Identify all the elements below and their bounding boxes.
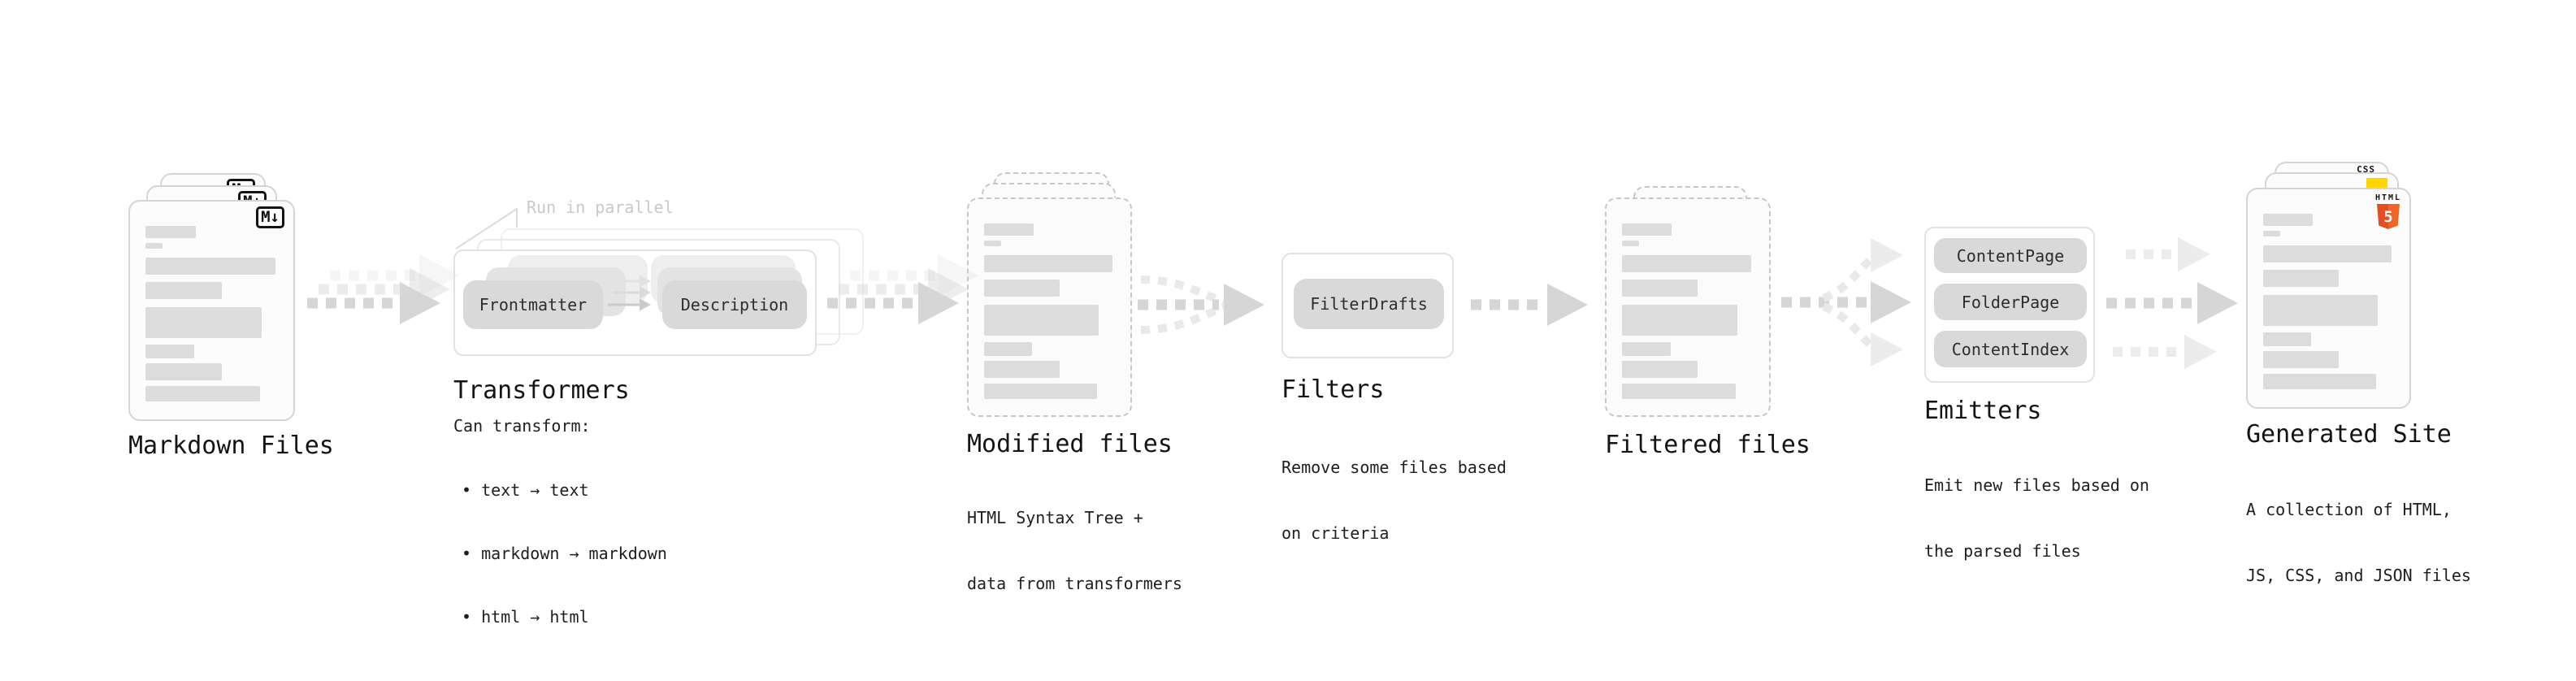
skeleton-bar xyxy=(984,280,1060,297)
markdown-icon: M↓ xyxy=(256,206,284,228)
markdown-doc-front: M↓ xyxy=(128,200,295,421)
generated-doc-front: HTML 5 xyxy=(2246,188,2411,409)
skeleton-bar xyxy=(145,258,276,275)
caption-line: data from transformers xyxy=(967,574,1182,593)
skeleton-bar xyxy=(145,226,196,238)
skeleton-bar xyxy=(1622,223,1672,236)
html5-icon: HTML 5 xyxy=(2374,193,2402,229)
filtered-files-label: Filtered files xyxy=(1605,431,1811,459)
skeleton-bar xyxy=(2263,270,2339,287)
transformer-node-frontmatter: Frontmatter xyxy=(463,280,603,329)
filtered-doc-front xyxy=(1605,197,1771,417)
html5-shield: 5 xyxy=(2377,204,2400,229)
caption-line: A collection of HTML, xyxy=(2246,500,2452,519)
generated-site-label: Generated Site xyxy=(2246,420,2452,449)
skeleton-bar xyxy=(2263,351,2339,368)
document-skeleton xyxy=(1622,199,1753,399)
skeleton-bar xyxy=(2263,231,2280,236)
run-in-parallel-annotation: Run in parallel xyxy=(527,197,674,217)
skeleton-bar xyxy=(984,342,1033,356)
skeleton-bar xyxy=(1622,280,1698,297)
skeleton-bar xyxy=(145,386,260,401)
bullet-item: • text → text xyxy=(462,480,589,500)
skeleton-bar xyxy=(145,363,222,380)
document-skeleton xyxy=(145,202,277,401)
skeleton-bar xyxy=(984,241,1001,246)
caption-line: Emit new files based on xyxy=(1924,475,2149,495)
modified-files-caption: HTML Syntax Tree + data from transformer… xyxy=(967,463,1182,639)
filters-heading: Filters xyxy=(1281,375,1385,404)
skeleton-bar xyxy=(145,243,163,249)
emitter-node-folderpage: FolderPage xyxy=(1934,284,2087,320)
skeleton-bar xyxy=(984,361,1060,378)
skeleton-bar xyxy=(1622,305,1737,336)
skeleton-bar xyxy=(2263,295,2378,326)
modified-doc-front xyxy=(967,197,1132,417)
modified-files-label: Modified files xyxy=(967,430,1173,458)
html5-wordmark: HTML xyxy=(2374,193,2402,202)
emitter-node-contentpage: ContentPage xyxy=(1934,238,2087,273)
emitters-caption: Emit new files based on the parsed files xyxy=(1924,431,2149,606)
caption-line: HTML Syntax Tree + xyxy=(967,508,1143,527)
skeleton-bar xyxy=(984,384,1098,399)
bullet-item: • html → html xyxy=(462,607,589,627)
caption-line: JS, CSS, and JSON files xyxy=(2246,566,2471,585)
skeleton-bar xyxy=(1622,342,1671,356)
skeleton-bar xyxy=(984,255,1113,272)
emitters-heading: Emitters xyxy=(1924,397,2042,425)
skeleton-bar xyxy=(2263,332,2312,346)
document-skeleton xyxy=(2263,189,2393,389)
generated-site-caption: A collection of HTML, JS, CSS, and JSON … xyxy=(2246,455,2471,631)
filters-caption: Remove some files based on criteria xyxy=(1281,413,1507,588)
markdown-files-label: Markdown Files xyxy=(128,432,334,460)
caption-line: on criteria xyxy=(1281,523,1390,543)
bullet-item: • markdown → markdown xyxy=(462,544,667,563)
document-skeleton xyxy=(984,199,1114,399)
caption-line: Remove some files based xyxy=(1281,458,1507,477)
transformers-heading: Transformers xyxy=(453,376,630,405)
transformers-caption-title: Can transform: xyxy=(453,416,591,436)
skeleton-bar xyxy=(1622,255,1752,272)
skeleton-bar xyxy=(1622,361,1698,378)
skeleton-bar xyxy=(2263,374,2377,389)
skeleton-bar xyxy=(1622,384,1737,399)
skeleton-bar xyxy=(1622,241,1639,246)
skeleton-bar xyxy=(2263,214,2313,226)
skeleton-bar xyxy=(2263,245,2392,262)
skeleton-bar xyxy=(984,305,1099,336)
transformers-bullets: • text → text • markdown → markdown • ht… xyxy=(462,437,667,670)
filter-node-filterdrafts: FilterDrafts xyxy=(1294,279,1444,329)
skeleton-bar xyxy=(984,223,1034,236)
skeleton-bar xyxy=(145,307,262,338)
caption-line: the parsed files xyxy=(1924,541,2081,561)
skeleton-bar xyxy=(145,345,194,358)
transformer-node-description: Description xyxy=(662,280,807,329)
skeleton-bar xyxy=(145,282,222,299)
emitter-node-contentindex: ContentIndex xyxy=(1934,331,2087,367)
